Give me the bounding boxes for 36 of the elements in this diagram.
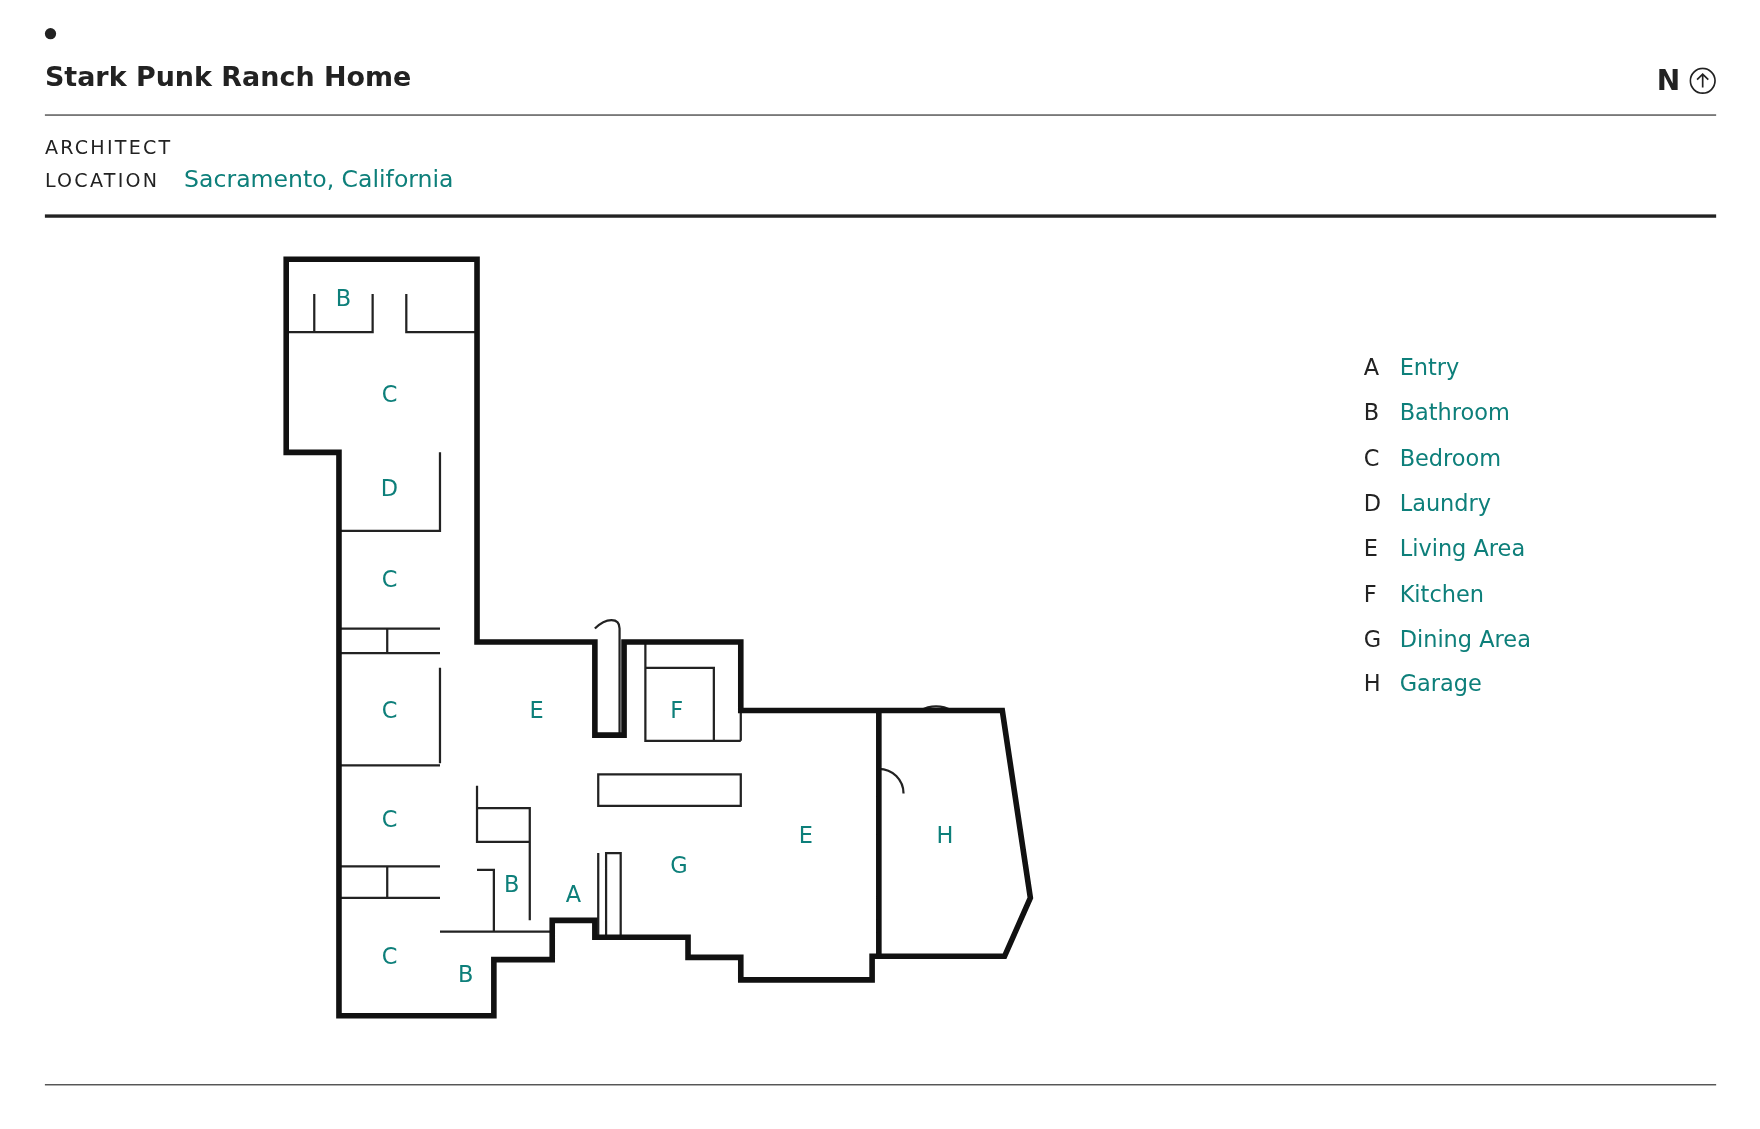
field-label: LOCATION — [44, 169, 160, 192]
legend-text: Bedroom — [1399, 444, 1502, 471]
legend-key: B — [1363, 398, 1380, 426]
legend-text: Entry — [1399, 353, 1460, 381]
location-value: Sacramento, California — [184, 166, 454, 194]
room-letter: B — [504, 871, 520, 898]
legend-key: H — [1363, 670, 1381, 698]
legend-key: F — [1363, 579, 1377, 607]
room-letter: B — [458, 960, 474, 988]
room-letter: C — [381, 565, 398, 593]
legend-key: A — [1363, 353, 1380, 381]
legend-key: D — [1363, 489, 1381, 517]
room-letter: B — [335, 285, 352, 313]
legend-text: Laundry — [1399, 489, 1492, 517]
legend-text: Bathroom — [1399, 398, 1510, 426]
legend-text: Dining Area — [1399, 624, 1531, 652]
legend-key: E — [1363, 534, 1378, 562]
room-letter: E — [798, 821, 813, 849]
room-letter: C — [381, 942, 398, 970]
legend-text: Kitchen — [1399, 579, 1484, 607]
room-letter: A — [565, 881, 582, 908]
room-letter: D — [380, 474, 399, 502]
room-letter: H — [936, 821, 954, 849]
field-label: ARCHITECT — [44, 135, 173, 159]
legend-key: G — [1363, 624, 1382, 652]
room-letter: F — [670, 697, 684, 724]
room-letter: C — [381, 380, 398, 408]
room-letter: G — [670, 851, 688, 879]
legend-key: C — [1363, 444, 1380, 471]
room-letter: E — [529, 697, 544, 724]
north-label: N — [1656, 64, 1681, 97]
room-letter: C — [381, 805, 398, 833]
room-letter: C — [381, 697, 398, 724]
legend-text: Garage — [1399, 670, 1482, 698]
title: Stark Punk Ranch Home — [44, 61, 412, 94]
legend-text: Living Area — [1399, 534, 1526, 562]
